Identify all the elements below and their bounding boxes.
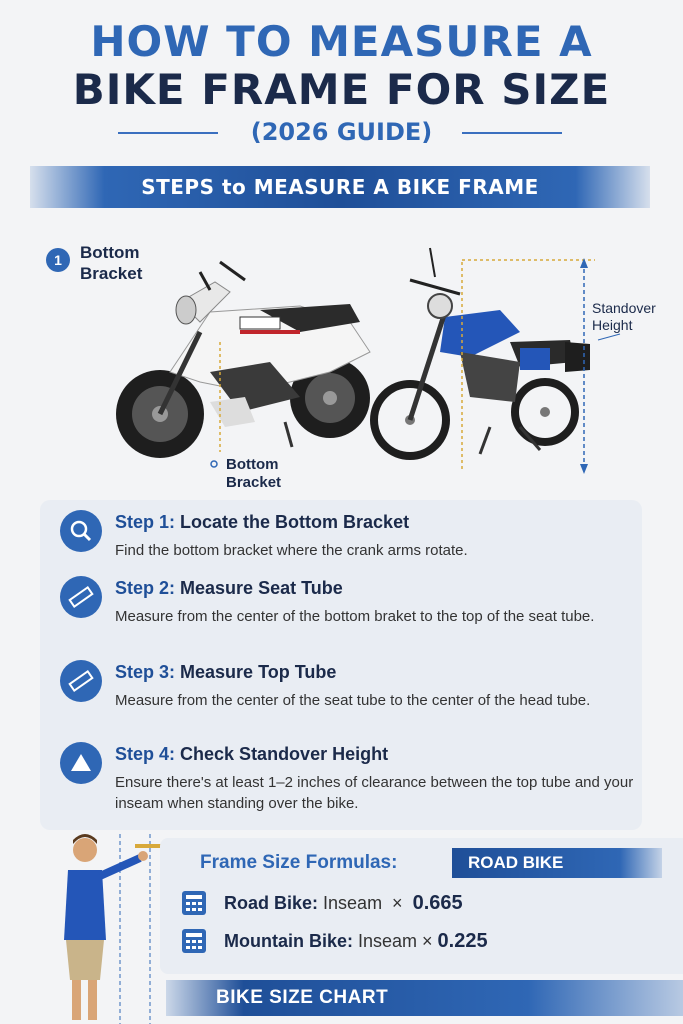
steps-card: Step 1: Locate the Bottom Bracket Find t… (40, 500, 642, 830)
left-motorcycle (116, 260, 371, 458)
formula-row-mountain: Mountain Bike: Inseam × 0.225 (180, 926, 488, 956)
ruler-icon (60, 576, 102, 618)
subtitle-row: (2026 GUIDE) (0, 118, 683, 148)
subtitle-rule-right (462, 132, 562, 134)
step-number-badge: 1 (46, 248, 70, 272)
search-icon (60, 510, 102, 552)
section-banner-text: STEPS to MEASURE A BIKE FRAME (141, 175, 539, 199)
subtitle-rule-left (118, 132, 218, 134)
mountain-bike-formula-value: 0.225 (437, 929, 488, 952)
road-bike-formula-value: 0.665 (412, 891, 463, 914)
person-measuring-illustration (64, 834, 171, 1024)
calculator-icon (182, 891, 206, 915)
triangle-icon (60, 742, 102, 784)
bike-size-chart-title: BIKE SIZE CHART (216, 987, 389, 1008)
step-1-description: Find the bottom bracket where the crank … (115, 542, 468, 559)
step-2-title: Step 2: Measure Seat Tube (115, 578, 343, 598)
step-3-title: Step 3: Measure Top Tube (115, 662, 337, 682)
step-1-title: Step 1: Locate the Bottom Bracket (115, 512, 410, 532)
ruler-icon (60, 660, 102, 702)
step-2-description: Measure from the center of the bottom br… (115, 608, 595, 625)
step-4-description: Ensure there's at least 1–2 inches of cl… (115, 774, 634, 812)
road-bike-formula-label: Road Bike: (224, 892, 319, 913)
section-banner: STEPS to MEASURE A BIKE FRAME (30, 166, 650, 208)
formula-card: Frame Size Formulas: ROAD BIKE Road Bike… (160, 838, 683, 974)
bottom-bracket-marker (210, 460, 218, 468)
title-line-2: BIKE FRAME FOR SIZE (72, 65, 611, 114)
standover-height-label: Standover Height (592, 300, 656, 333)
bike-size-chart-banner: BIKE SIZE CHART (166, 980, 683, 1016)
bike-illustration (116, 247, 621, 474)
title-line-1: HOW TO MEASURE A (90, 17, 593, 66)
mountain-bike-formula-label: Mountain Bike: (224, 930, 353, 951)
right-motorcycle (370, 247, 590, 460)
calculator-icon (182, 929, 206, 953)
subtitle: (2026 GUIDE) (250, 118, 433, 146)
step-3-description: Measure from the center of the seat tube… (115, 692, 591, 709)
road-bike-formula-expr: Inseam × (318, 892, 413, 913)
step-4-title: Step 4: Check Standover Height (115, 744, 389, 764)
page-title: HOW TO MEASURE A BIKE FRAME FOR SIZE (0, 18, 683, 114)
formula-row-road: Road Bike: Inseam × 0.665 (180, 888, 463, 918)
bottom-bracket-label-top: Bottom Bracket (80, 243, 143, 283)
mountain-bike-formula-expr: Inseam × (353, 930, 438, 951)
road-bike-tag: ROAD BIKE (452, 848, 662, 878)
bottom-bracket-label-bottom: Bottom Bracket (226, 456, 282, 491)
formula-title: Frame Size Formulas: (200, 852, 398, 873)
